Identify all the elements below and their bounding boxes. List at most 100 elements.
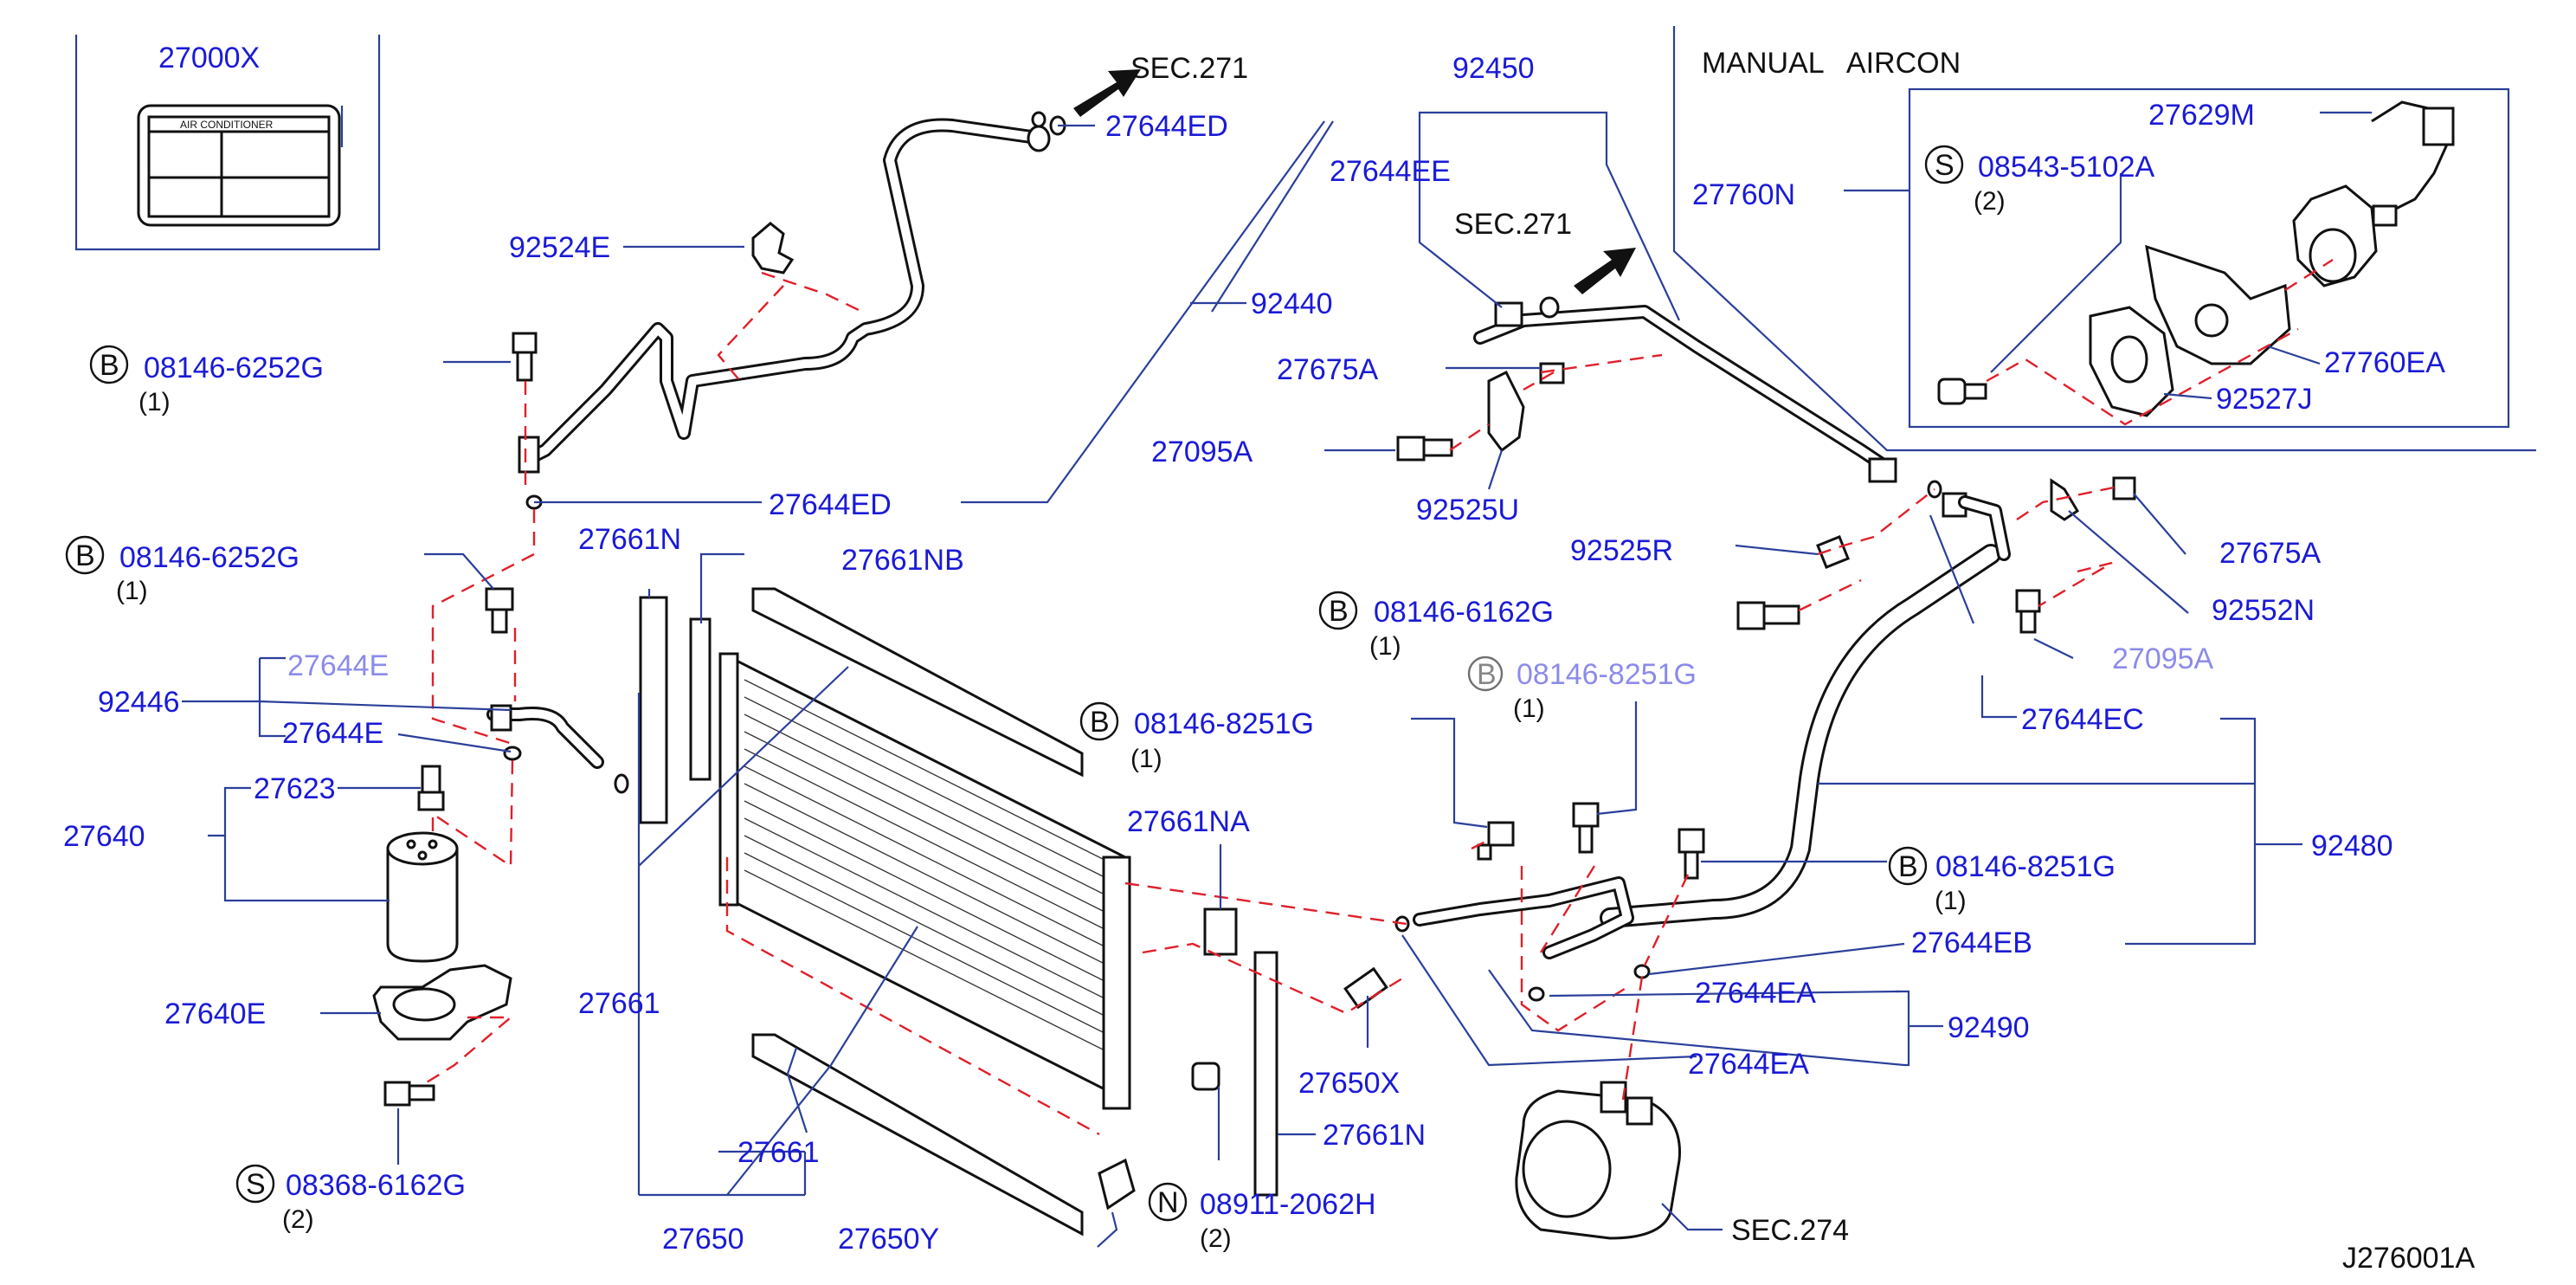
section-title: MANUAL AIRCON [1702,47,1961,80]
pipe-92446 [486,704,629,794]
part-27095A: 27095A [1151,436,1253,468]
screw-08543-5102A [1937,378,1987,405]
bolt-08146-6252G-b [485,587,514,634]
label-27000X: 27000X [158,42,260,74]
bolt-27675A-b [2112,476,2136,500]
part-92552N: 92552N [2212,594,2315,627]
pipe-92440 [518,115,1066,474]
part-27650: 27650 [662,1223,744,1256]
part-27644EA-a: 27644EA [1695,977,1816,1010]
qty-08543-5102A: (2) [1974,187,2006,216]
seal-strip-27661-top [751,587,1084,778]
part-27640: 27640 [63,820,145,853]
bracket-92525U [1487,370,1525,453]
part-27650Y: 27650Y [838,1223,939,1256]
prefix-b: B [1329,595,1349,628]
pipe-92450 [1473,296,1897,483]
part-92527J: 92527J [2216,383,2313,416]
prefix-b-circle [1318,591,1358,630]
part-92480: 92480 [2311,830,2393,862]
label-plate-frame [74,35,381,251]
part-27623: 27623 [254,772,336,805]
pressure-switch-27623 [417,765,445,811]
bolt-27095A-b [2015,589,2041,634]
part-27095A-obscured: 27095A [2112,642,2214,675]
o-ring-27644EA-a [1528,986,1545,1002]
part-92446: 92446 [98,686,180,719]
part-27644EC: 27644EC [2021,703,2144,736]
part-27629M: 27629M [2148,99,2255,132]
prefix-b-circle [89,345,129,384]
prefix-b: B [100,349,119,382]
clip-92524E [751,222,795,274]
clip-92525R [1816,535,1850,569]
bracket-27650Y [1098,1158,1136,1211]
part-08146-8251G-b: 08146-8251G [1935,850,2116,883]
bracket-92552N [2050,478,2080,521]
part-27661N: 27661N [578,523,681,556]
qty-08146-6252G-b: (1) [116,577,148,605]
sensor-27629M [2292,100,2455,287]
sec-ref-271-top: SEC.271 [1130,52,1248,85]
prefix-b: B [1898,850,1918,883]
pipe-92490 [1413,876,1634,959]
qty-08146-6162G: (1) [1369,632,1401,661]
part-27644E-obscured: 27644E [287,649,389,682]
qty-08146-8251G-b: (1) [1935,887,1967,915]
sensor-27650X [1343,966,1388,1010]
prefix-s: S [246,1168,266,1201]
bolt-08146-6252G-a [512,332,538,382]
prefix-b: B [1090,706,1110,739]
bolt-08368-6162G [383,1081,435,1107]
prefix-b: B [1477,658,1497,691]
seal-strip-27661-bottom [751,1033,1084,1237]
leader-lines [182,106,2372,1248]
gasket-92527J [2089,306,2174,417]
hose-92480 [1600,480,2011,928]
prefix-n-circle [1148,1182,1188,1222]
part-27644EB: 27644EB [1911,927,2032,959]
part-27644ED-top: 27644ED [1105,110,1228,143]
part-27644E: 27644E [282,717,383,750]
part-92440: 92440 [1251,287,1333,320]
qty-08911-2062H: (2) [1200,1224,1232,1253]
seal-strip-27661N [639,596,668,824]
prefix-b: B [75,539,95,572]
spacer-27661NA [1203,907,1238,956]
prefix-s: S [1935,149,1955,182]
bolt-08146-8251G-a [1477,821,1515,861]
bolt-08146-8251G-b [1678,828,1705,880]
prefix-b-circle [1888,846,1928,886]
part-08146-6252G-a: 08146-6252G [144,352,324,384]
part-27644EE: 27644EE [1330,155,1451,188]
part-08368-6162G: 08368-6162G [286,1169,466,1202]
o-ring-27644ED-top [1031,111,1046,128]
compressor-sec274 [1515,1081,1681,1240]
bolt-08146-6162G [1736,601,1800,630]
o-ring-27644E [503,746,522,761]
sec-ref-271-mid: SEC.271 [1454,208,1572,241]
seal-strip-27661NB [689,617,712,781]
part-92525R: 92525R [1570,534,1673,567]
bracket-27640E [372,964,512,1041]
part-27661NB: 27661NB [841,544,964,577]
condenser-27650 [718,652,1131,1110]
part-92490: 92490 [1948,1011,2030,1044]
prefix-b-circle [1079,701,1119,741]
part-27760N: 27760N [1692,178,1795,211]
part-08146-6162G: 08146-6162G [1374,596,1554,629]
part-27644ED-mid: 27644ED [769,488,892,521]
part-08146-6252G-b: 08146-6252G [119,541,299,574]
qty-08368-6162G: (2) [282,1205,314,1234]
part-08911-2062H: 08911-2062H [1200,1188,1376,1221]
part-27661-a: 27661 [578,987,660,1020]
part-27675A-b: 27675A [2219,537,2322,570]
part-27640E: 27640E [164,998,266,1030]
prefix-n: N [1157,1186,1179,1219]
receiver-drier-27640 [386,831,459,963]
part-92525U: 92525U [1416,494,1519,526]
prefix-s-circle [235,1164,275,1204]
prefix-s-circle [1924,145,1964,184]
arrow-sec271-top [1073,69,1141,117]
